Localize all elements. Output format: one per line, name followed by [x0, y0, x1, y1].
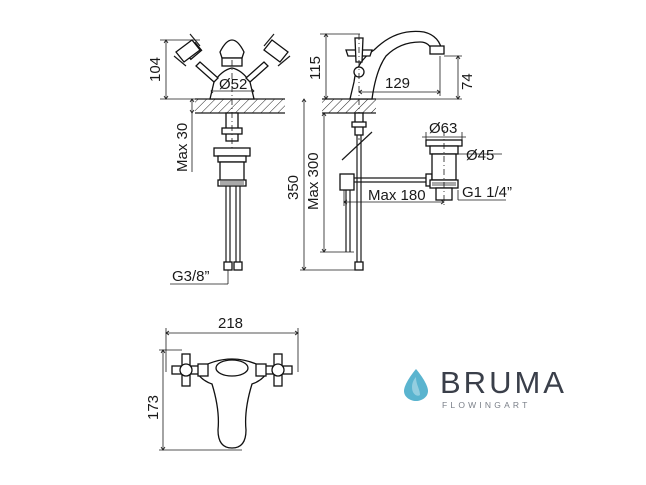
- side-max-reach-label: Max 180: [368, 187, 426, 204]
- top-left-handle: [171, 353, 209, 387]
- front-thread-label: G3/8”: [172, 268, 210, 285]
- top-view: 218 173: [145, 315, 299, 451]
- side-reach-label: 129: [385, 75, 410, 92]
- brand-name: BRUMA: [440, 365, 567, 400]
- front-right-handle: [245, 33, 291, 83]
- side-spout-height-label: 74: [459, 73, 476, 90]
- side-height-label: 115: [307, 56, 324, 80]
- front-base-diameter-label: Ø52: [219, 76, 247, 93]
- side-countertop-hatch: [322, 99, 376, 113]
- front-height-label: 104: [147, 57, 164, 82]
- side-view: 115 129 74: [285, 30, 512, 271]
- front-waste-flange: [213, 147, 251, 157]
- top-width-label: 218: [218, 315, 243, 332]
- front-countertop-hatch: [195, 99, 285, 113]
- brand-tagline: FLOWINGART: [442, 400, 531, 410]
- front-spout-top: [219, 39, 245, 59]
- water-drop-icon: [404, 369, 428, 401]
- waste-fitting: [425, 130, 463, 206]
- front-threaded-nut: [217, 179, 247, 187]
- brand-logo: BRUMA FLOWINGART: [400, 365, 580, 415]
- top-right-handle: [255, 353, 293, 387]
- waste-outer-diameter-label: Ø63: [429, 120, 457, 137]
- top-depth-label: 173: [145, 395, 162, 420]
- front-max-thickness-label: Max 30: [174, 123, 191, 172]
- front-view: Ø52 104 Max 30 G3/8”: [147, 33, 291, 285]
- waste-inner-diameter-label: Ø45: [466, 147, 494, 164]
- side-max-length-label: Max 300: [305, 152, 322, 210]
- waste-thread-label: G1 1/4”: [462, 184, 512, 201]
- side-total-length-label: 350: [285, 175, 302, 200]
- front-left-handle: [173, 33, 219, 83]
